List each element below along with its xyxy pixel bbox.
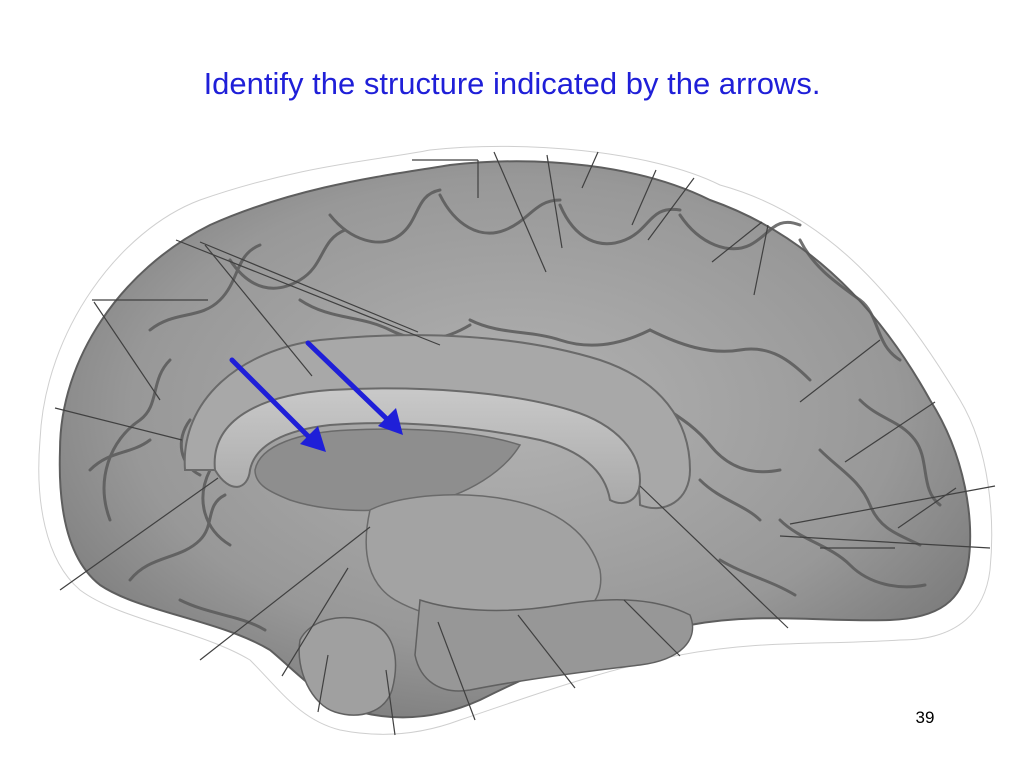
arrow-1-head <box>300 426 326 452</box>
temporal-region <box>298 616 397 716</box>
leader-lines <box>54 151 996 736</box>
slide-title: Identify the structure indicated by the … <box>203 66 821 101</box>
arrow-2 <box>305 340 393 425</box>
cerebral-hemisphere <box>58 160 972 719</box>
brainstem <box>414 598 694 692</box>
sulci-pattern <box>88 188 942 632</box>
arrows <box>229 340 403 452</box>
arrow-2-head <box>378 408 403 435</box>
arrow-1 <box>229 357 315 443</box>
slide-number: 39 <box>915 708 935 727</box>
